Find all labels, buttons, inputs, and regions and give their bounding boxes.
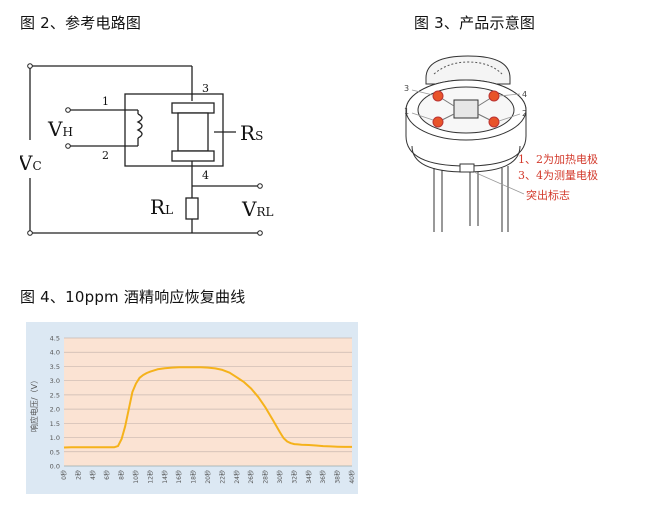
- vrl-label: VRL: [241, 197, 273, 221]
- pin-4-label: 4: [522, 90, 527, 99]
- sensor-housing: [124, 93, 224, 167]
- pin-3-dot: [432, 90, 444, 102]
- pin-2-label: 2: [102, 149, 109, 162]
- pin-1-dot: [432, 116, 444, 128]
- sensor-element: [177, 112, 209, 152]
- figure-4-caption: 图 4、10ppm 酒精响应恢复曲线: [20, 288, 246, 306]
- x-tick-label: 28秒: [262, 470, 270, 484]
- y-tick-label: 4.0: [50, 349, 60, 357]
- heater-electrode-note: 1、2为加热电极: [518, 152, 598, 166]
- key-tab: [459, 163, 475, 173]
- measure-electrode-note: 3、4为测量电极: [518, 168, 598, 182]
- gridlines: [64, 337, 352, 467]
- x-tick-label: 38秒: [334, 470, 342, 484]
- pin-2-label: 2: [522, 109, 527, 118]
- y-tick-label: 4.5: [50, 335, 60, 343]
- y-tick-label: 2.5: [50, 391, 60, 399]
- pin-4-label: 4: [202, 169, 209, 182]
- response-recovery-chart: 0.0 0.5 1.0 1.5 2.0 2.5 3.0 3.5 4.0 4.5 0秒 2秒 4秒 6秒 8…: [26, 322, 358, 494]
- electrode-pins: [432, 90, 500, 128]
- y-tick-label: 1.0: [50, 434, 60, 442]
- heater-coil: [136, 113, 143, 139]
- x-tick-label: 32秒: [290, 470, 298, 484]
- vh-label: VH: [47, 117, 73, 141]
- sensor-cap-bottom: [171, 150, 215, 162]
- x-tick-label: 30秒: [276, 470, 284, 484]
- y-tick-label: 0.5: [50, 448, 60, 456]
- rl-resistor: [185, 197, 199, 220]
- x-tick-label: 4秒: [89, 470, 97, 480]
- x-tick-label: 34秒: [305, 470, 313, 484]
- terminal-node: [27, 230, 33, 236]
- terminal-node: [27, 63, 33, 69]
- pin-2-dot: [488, 116, 500, 128]
- x-tick-label: 20秒: [204, 470, 212, 484]
- y-tick-label: 0.0: [50, 463, 60, 471]
- rl-label: RL: [150, 195, 173, 219]
- y-tick-label: 2.0: [50, 406, 60, 414]
- rs-label: RS: [240, 121, 263, 145]
- figure-3-caption: 图 3、产品示意图: [414, 14, 536, 32]
- pin-3-label: 3: [202, 82, 209, 95]
- x-tick-label: 24秒: [233, 470, 241, 484]
- x-tick-label: 18秒: [190, 470, 198, 484]
- key-tab-note: 突出标志: [526, 188, 570, 202]
- y-tick-label: 3.0: [50, 377, 60, 385]
- x-tick-label: 0秒: [60, 470, 68, 480]
- y-tick-label: 3.5: [50, 363, 60, 371]
- pin-1-label: 1: [102, 95, 109, 108]
- x-tick-label: 2秒: [74, 470, 82, 480]
- y-axis-ticks: 0.0 0.5 1.0 1.5 2.0 2.5 3.0 3.5 4.0 4.5: [50, 335, 60, 471]
- x-axis-ticks: 0秒 2秒 4秒 6秒 8秒 10秒 12秒 14秒 16秒 18秒 20秒 22秒 24秒 26秒 28秒…: [60, 470, 356, 484]
- sensing-chip: [453, 99, 479, 119]
- pin-3-label: 3: [404, 84, 409, 93]
- terminal-node: [65, 107, 71, 113]
- x-tick-label: 10秒: [132, 470, 140, 484]
- reference-circuit-diagram: 1 2 3 4 VC VH RS RL VRL: [20, 63, 273, 236]
- sensor-cap: [425, 55, 511, 85]
- y-axis-label: 响应电压/（V）: [29, 376, 39, 432]
- series-line: [63, 366, 352, 449]
- terminal-node: [257, 183, 263, 189]
- pin-4-dot: [488, 90, 500, 102]
- x-tick-label: 12秒: [146, 470, 154, 484]
- vc-label: VC: [20, 151, 42, 175]
- x-tick-label: 22秒: [218, 470, 226, 484]
- sensor-cap-top: [171, 102, 215, 114]
- x-tick-label: 36秒: [319, 470, 327, 484]
- mesh-texture: [433, 61, 503, 75]
- figure-2-caption: 图 2、参考电路图: [20, 14, 142, 32]
- product-sketch: 3 1 4 2 1、2为加热电极 3、4为测量电极 突出标志: [404, 55, 598, 232]
- pin-1-label: 1: [404, 107, 409, 116]
- terminal-node: [257, 230, 263, 236]
- x-tick-label: 40秒: [348, 470, 356, 484]
- tab-leader: [473, 171, 525, 195]
- y-tick-label: 1.5: [50, 420, 60, 428]
- x-tick-label: 26秒: [247, 470, 255, 484]
- x-tick-label: 8秒: [118, 470, 126, 480]
- terminal-node: [65, 143, 71, 149]
- x-tick-label: 6秒: [103, 470, 111, 480]
- x-tick-label: 16秒: [175, 470, 183, 484]
- x-tick-label: 14秒: [161, 470, 169, 484]
